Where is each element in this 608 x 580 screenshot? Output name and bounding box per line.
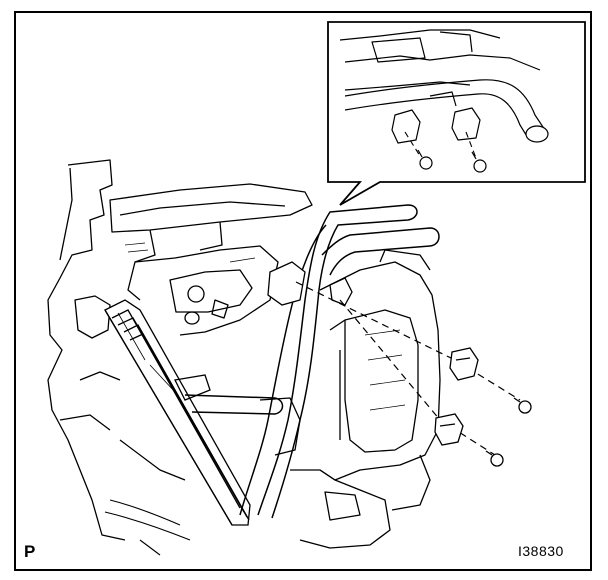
clamp-upper (449, 347, 479, 381)
figure-id: I38830 (518, 543, 564, 559)
clamp-lower (434, 413, 464, 446)
pipe-clamps (434, 347, 479, 446)
wiring (104, 499, 191, 556)
leader-lines (295, 281, 521, 456)
heater-unit-housing (47, 159, 441, 549)
figure-frame (14, 11, 592, 571)
housing-texture (124, 242, 406, 411)
view-label: P (24, 542, 36, 561)
heater-pipes (184, 204, 440, 519)
inset-leader-lines (404, 131, 477, 159)
heater-core (104, 299, 251, 526)
mounting-screws (485, 397, 532, 467)
pipe-clamp-main (267, 261, 353, 306)
detail-view-clips (327, 21, 586, 206)
